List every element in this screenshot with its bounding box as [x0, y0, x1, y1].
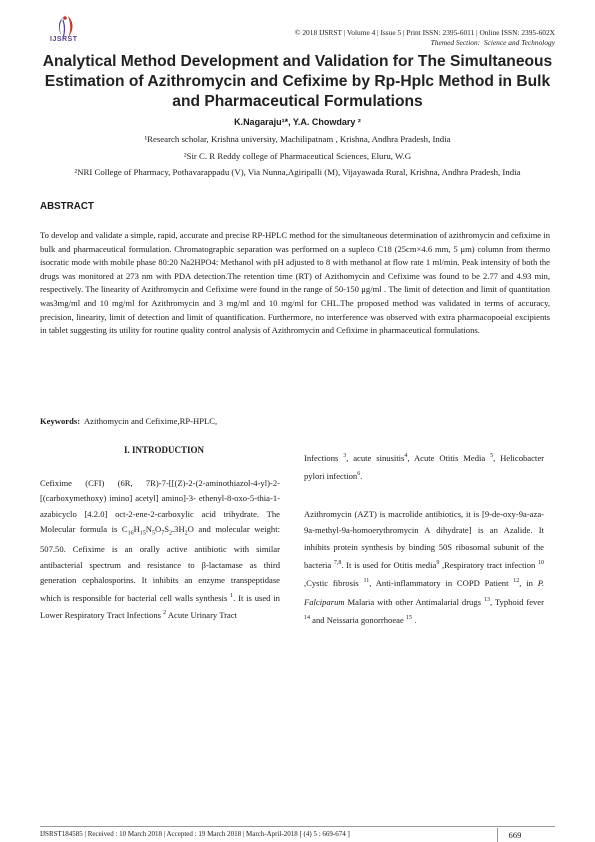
citation-ref[interactable]: 12 — [513, 578, 520, 585]
intro-text: Cefixime (CFI) (6R, 7R)-7-[[(Z)-2-(2-ami… — [40, 478, 280, 535]
formula-text: S — [164, 524, 169, 535]
intro-text: , Acute Otitis Media — [407, 452, 491, 463]
themed-value: Science and Technology — [483, 38, 555, 47]
footer-text: IJSRST184585 | Received : 10 March 2018 … — [40, 830, 350, 838]
citation-ref[interactable]: 4 — [404, 453, 408, 459]
page-number: 669 — [497, 828, 532, 842]
citation-ref[interactable]: 14 — [304, 615, 310, 622]
citation-ref[interactable]: 2 — [163, 609, 167, 616]
citation-ref[interactable]: 5 — [490, 453, 494, 459]
intro-text: , Anti-inflammatory in COPD Patient — [369, 578, 514, 589]
intro-text: ,Respiratory tract infection — [439, 560, 538, 571]
affiliation-3: ²NRI College of Pharmacy, Pothavarappadu… — [74, 167, 521, 177]
intro-text: ,Cystic fibrosis — [304, 578, 364, 589]
intro-text: . — [360, 471, 363, 482]
authors: K.Nagaraju¹*, Y.A. Chowdary ² — [234, 117, 361, 127]
journal-header: © 2018 IJSRST | Volume 4 | Issue 5 | Pri… — [295, 28, 555, 48]
footer-divider — [40, 826, 555, 827]
citation-ref[interactable]: 7,8 — [333, 560, 342, 567]
subscript: 16 — [127, 530, 134, 537]
formula-text: .3H — [172, 524, 185, 535]
intro-text: , Helicobacter pylori infection — [304, 452, 544, 482]
intro-text: and Neissaria gonorrhoeae — [310, 614, 406, 625]
abstract-heading: ABSTRACT — [40, 201, 94, 212]
keywords-label: Keywords: — [40, 416, 81, 426]
intro-text: Malaria with other Antimalarial drugs — [344, 596, 484, 607]
ijsrst-logo-icon — [58, 14, 73, 39]
citation-ref[interactable]: 11 — [363, 578, 370, 585]
intro-text: Azithromycin (AZT) is macrolide antibiot… — [304, 509, 544, 571]
citation-ref[interactable]: 13 — [483, 596, 490, 603]
subscript: 15 — [139, 530, 146, 537]
intro-left-column: Cefixime (CFI) (6R, 7R)-7-[[(Z)-2-(2-ami… — [40, 476, 280, 623]
formula-text: N — [145, 524, 152, 535]
themed-label: Themed Section: — [430, 38, 481, 47]
keywords: Keywords: Azithomycin and Cefixime,RP-HP… — [40, 416, 217, 426]
subscript: 5 — [152, 530, 155, 537]
intro-right-column-top: Infections 3, acute sinusitis4, Acute Ot… — [304, 448, 544, 485]
intro-text: . — [411, 614, 417, 625]
subscript: 2 — [169, 530, 172, 537]
citation-ref[interactable]: 6 — [357, 471, 361, 478]
abstract-text: To develop and validate a simple, rapid,… — [40, 230, 550, 336]
formula-text: H — [133, 524, 140, 535]
introduction-heading: I. INTRODUCTION — [123, 445, 204, 455]
intro-text: . It is used in Lower Respiratory Tract … — [40, 592, 280, 620]
intro-right-column-azithromycin: Azithromycin (AZT) is macrolide antibiot… — [304, 506, 544, 628]
themed-section: Themed Section: Science and Technology — [295, 38, 555, 48]
citation-ref[interactable]: 10 — [538, 560, 544, 567]
citation-ref[interactable]: 1 — [230, 592, 234, 599]
formula-text: O — [187, 524, 194, 535]
intro-text: , in — [519, 578, 538, 589]
subscript: 2 — [184, 530, 188, 537]
citation-ref[interactable]: 3 — [343, 453, 347, 459]
affiliation-1: ¹Research scholar, Krishna university, M… — [144, 134, 451, 144]
intro-text: . It is used for Otitis media — [341, 560, 437, 571]
journal-line: © 2018 IJSRST | Volume 4 | Issue 5 | Pri… — [294, 28, 555, 37]
affiliation-2: ²Sir C. R Reddy college of Pharmaceutica… — [183, 151, 412, 161]
paper-title: Analytical Method Development and Valida… — [42, 53, 553, 110]
logo-text: IJSRST — [50, 36, 78, 43]
intro-text: , acute sinusitis — [346, 452, 405, 463]
intro-text: and molecular weight: 507.50. Cefixime i… — [40, 524, 280, 603]
intro-text: Acute Urinary Tract — [166, 609, 238, 620]
citation-ref[interactable]: 15 — [405, 615, 412, 622]
intro-text: Infections — [304, 452, 344, 463]
intro-text: , Typhoid fever — [489, 596, 544, 607]
species-name: P. Falciparum — [304, 578, 544, 607]
citation-ref[interactable]: 9 — [436, 560, 440, 567]
formula-text: O — [155, 524, 162, 535]
keywords-value: Azithomycin and Cefixime,RP-HPLC, — [83, 416, 218, 426]
subscript: 7 — [161, 530, 165, 537]
